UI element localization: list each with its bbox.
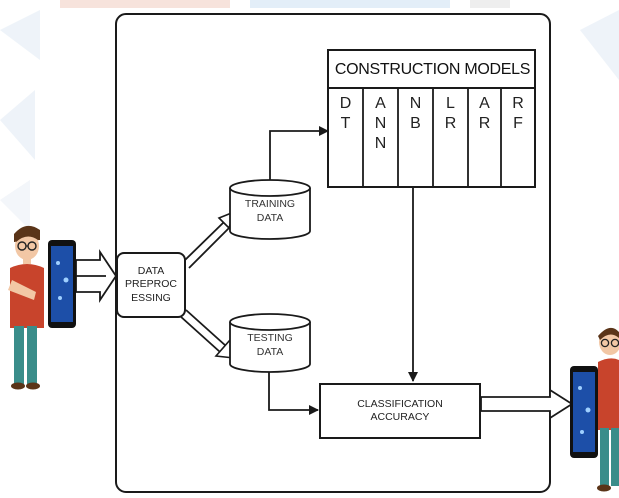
model-ann-letter-2: N [363, 114, 398, 134]
preprocessing-line-1: DATA [125, 265, 177, 278]
testing-to-classification-arrow [269, 368, 318, 410]
construction-models-header: CONSTRUCTION MODELS [331, 52, 534, 87]
model-dt-letter-2: T [328, 114, 363, 134]
model-rf-letter-1: R [501, 94, 535, 114]
training-line-1: TRAINING [230, 198, 310, 212]
training-to-models-arrow [270, 131, 328, 182]
input-double-arrow [76, 252, 116, 300]
preprocessing-line-2: PREPROC [125, 278, 177, 291]
person-with-phone-icon [568, 326, 619, 493]
model-dt-letter-1: D [328, 94, 363, 114]
model-ar-letter-1: A [468, 94, 501, 114]
model-column-dt: D T [328, 94, 363, 134]
model-lr-letter-2: R [433, 114, 468, 134]
classification-box: CLASSIFICATION ACCURACY [319, 383, 481, 439]
preproc-to-training-arrow [183, 212, 234, 268]
preproc-to-testing-arrow [180, 310, 234, 358]
testing-data-label: TESTING DATA [230, 332, 310, 359]
model-nb-letter-2: B [398, 114, 433, 134]
model-column-nb: N B [398, 94, 433, 134]
model-column-rf: R F [501, 94, 535, 134]
model-column-ann: A N N [363, 94, 398, 154]
training-line-2: DATA [230, 212, 310, 226]
preprocessing-line-3: ESSING [125, 292, 177, 305]
training-data-label: TRAINING DATA [230, 198, 310, 225]
model-column-lr: L R [433, 94, 468, 134]
testing-line-1: TESTING [230, 332, 310, 346]
model-ann-letter-1: A [363, 94, 398, 114]
person-with-phone-icon [0, 218, 80, 393]
model-lr-letter-1: L [433, 94, 468, 114]
classification-line-1: CLASSIFICATION [357, 398, 443, 411]
model-nb-letter-1: N [398, 94, 433, 114]
classification-line-2: ACCURACY [357, 411, 443, 424]
output-double-arrow [481, 390, 572, 418]
model-ann-letter-3: N [363, 134, 398, 154]
testing-line-2: DATA [230, 346, 310, 360]
preprocessing-box: DATA PREPROC ESSING [116, 252, 186, 318]
model-ar-letter-2: R [468, 114, 501, 134]
model-column-ar: A R [468, 94, 501, 134]
model-rf-letter-2: F [501, 114, 535, 134]
